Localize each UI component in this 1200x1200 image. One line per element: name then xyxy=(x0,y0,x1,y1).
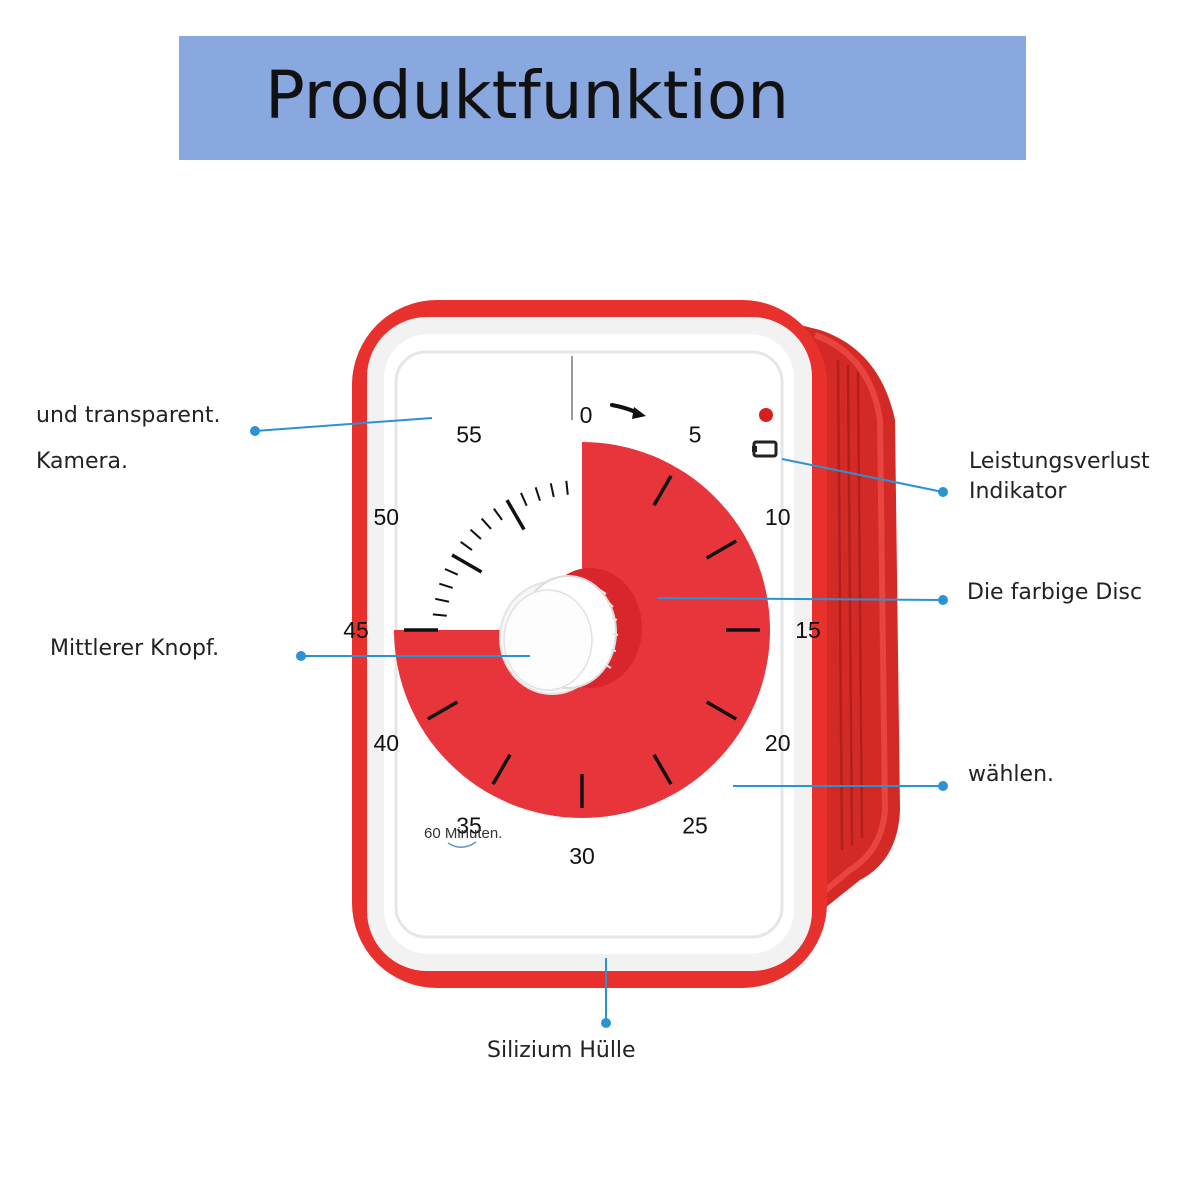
minor-tick xyxy=(480,517,492,530)
major-tick xyxy=(652,474,673,507)
minor-tick xyxy=(520,492,528,507)
face-minutes-label: 60 Minuten. xyxy=(424,825,502,842)
dial-number-40: 40 xyxy=(373,730,399,756)
minor-tick xyxy=(439,582,453,589)
major-tick xyxy=(705,700,738,721)
direction-arrow-icon xyxy=(610,403,646,419)
minor-tick xyxy=(432,613,447,617)
minor-tick xyxy=(565,480,569,495)
callout-case: Silizium Hülle xyxy=(487,1038,636,1063)
dial-number-25: 25 xyxy=(682,813,708,839)
callout-transparent-line-2: Kamera. xyxy=(36,449,129,474)
callout-line-case xyxy=(601,958,611,1028)
page-title: Produktfunktion xyxy=(265,57,790,134)
minor-tick xyxy=(534,487,541,501)
power-led-icon xyxy=(759,408,773,422)
dial-number-30: 30 xyxy=(569,843,595,869)
dial-number-50: 50 xyxy=(373,504,399,530)
major-tick xyxy=(505,499,526,531)
dial-number-45: 45 xyxy=(343,617,369,643)
callout-line-transparent xyxy=(250,417,433,436)
case-side-grooves xyxy=(836,359,864,851)
callout-line-knob xyxy=(296,651,530,661)
battery-icon xyxy=(752,440,778,458)
callout-power-loss-line-2: Indikator xyxy=(969,479,1067,504)
dial-number-0: 0 xyxy=(580,402,593,428)
dial-number-55: 55 xyxy=(456,421,482,447)
minor-tick xyxy=(435,597,450,603)
callout-select: wählen. xyxy=(968,762,1055,787)
major-tick xyxy=(705,539,738,560)
callout-lines xyxy=(250,417,948,1028)
callout-power-loss-line-1: Leistungsverlust xyxy=(969,449,1150,474)
callout-transparent: und transparent. Kamera. xyxy=(36,401,221,477)
callout-line-power xyxy=(781,458,948,497)
face-label-swirl xyxy=(447,841,477,848)
dial-number-5: 5 xyxy=(689,421,702,447)
major-tick xyxy=(491,753,512,786)
dial-numbers: 0 5 10 15 20 25 30 35 40 45 50 55 xyxy=(343,402,821,869)
callout-line-disc xyxy=(656,595,948,605)
callout-knob: Mittlerer Knopf. xyxy=(50,636,220,661)
minor-tick xyxy=(444,568,459,576)
major-tick xyxy=(652,753,673,786)
center-knob[interactable] xyxy=(499,568,642,695)
dial-number-10: 10 xyxy=(765,504,791,530)
title-banner: Produktfunktion xyxy=(179,36,1026,160)
callout-power-loss: Leistungsverlust Indikator xyxy=(969,447,1150,507)
dial-number-35: 35 xyxy=(456,813,482,839)
dial-ticks xyxy=(404,474,760,808)
case-side-highlight xyxy=(788,332,889,923)
dial-number-20: 20 xyxy=(765,730,791,756)
minor-tick xyxy=(469,528,482,540)
minor-tick xyxy=(460,541,473,551)
callout-disc: Die farbige Disc xyxy=(967,580,1143,605)
dial-number-15: 15 xyxy=(795,617,821,643)
minor-tick xyxy=(549,483,555,498)
major-tick xyxy=(451,553,483,574)
callout-transparent-line-1: und transparent. xyxy=(36,403,221,428)
callout-line-select xyxy=(733,781,948,791)
major-tick xyxy=(426,700,459,721)
minor-tick xyxy=(493,508,503,521)
